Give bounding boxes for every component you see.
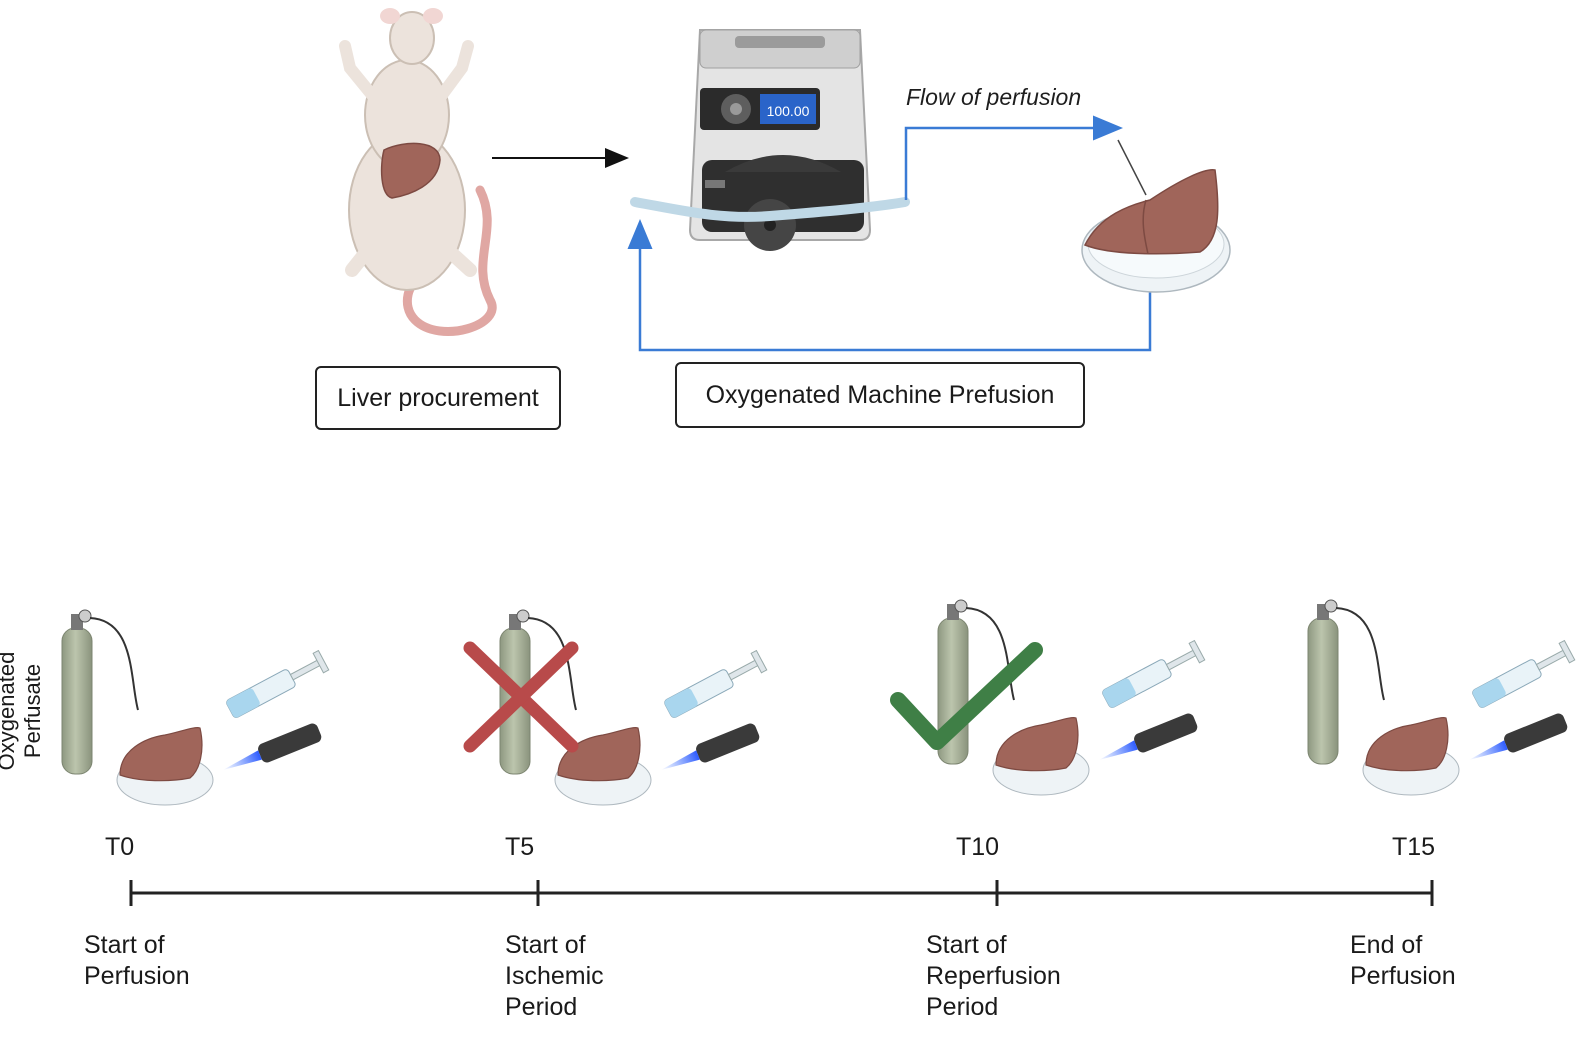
oxygen-hose: [89, 617, 139, 711]
timeline-axis: [129, 880, 1434, 906]
oxygen-cylinder: [61, 627, 93, 775]
cross-icon: [463, 641, 579, 753]
desc-line: Start of: [84, 931, 165, 959]
desc-line: Start of: [926, 931, 1007, 959]
scene-T0: [61, 609, 330, 806]
timeline-scenes: [61, 599, 1576, 806]
gauge-icon: [516, 609, 530, 623]
liver: [1365, 717, 1449, 772]
liver: [119, 727, 203, 782]
torch-icon: [222, 723, 322, 770]
desc-line: Perfusion: [84, 962, 190, 990]
oxygen-cylinder: [1307, 617, 1339, 765]
timepoint-desc-T10: Start of Reperfusion Period: [926, 930, 1061, 1023]
oxygen-hose: [965, 607, 1015, 701]
timepoint-T10: T10: [956, 833, 1000, 861]
procurement-label: Liver procurement: [315, 366, 561, 430]
rat-illustration: [339, 8, 497, 336]
liver: [995, 717, 1079, 772]
desc-line: Reperfusion: [926, 962, 1061, 990]
gauge-icon: [78, 609, 92, 623]
pump-display: 100.00: [767, 103, 810, 119]
timepoint-T15: T15: [1392, 833, 1436, 861]
desc-line: Perfusion: [1350, 962, 1456, 990]
desc-line: End of: [1350, 931, 1423, 959]
perfusion-tubing: [630, 197, 910, 222]
desc-line: Period: [926, 993, 999, 1021]
oxygen-hose: [1335, 607, 1385, 701]
desc-line: Start of: [505, 931, 586, 959]
timepoint-T5: T5: [505, 833, 535, 861]
procurement-label-text: Liver procurement: [337, 383, 539, 412]
syringe-icon: [1102, 639, 1206, 708]
syringe-icon: [226, 649, 330, 718]
syringe-icon: [1472, 639, 1576, 708]
gauge-icon: [1324, 599, 1338, 613]
flow-label: Flow of perfusion: [906, 84, 1082, 110]
timepoint-desc-T15: End of Perfusion: [1350, 930, 1456, 992]
desc-line: Period: [505, 993, 578, 1021]
gauge-icon: [954, 599, 968, 613]
flow-loop: [627, 115, 1152, 352]
perfusion-label-text: Oxygenated Machine Prefusion: [705, 380, 1055, 409]
timepoint-desc-T5: Start of Ischemic Period: [505, 930, 604, 1023]
top-liver-dish: [1081, 139, 1231, 293]
perfusion-pump: 100.00: [688, 29, 872, 251]
check-icon: [890, 642, 1043, 750]
timepoint-desc-T0: Start of Perfusion: [84, 930, 190, 992]
scene-T15: [1307, 599, 1576, 796]
torch-icon: [1468, 713, 1568, 760]
liver: [557, 727, 641, 782]
desc-line: Ischemic: [505, 962, 604, 990]
syringe-icon: [664, 649, 768, 718]
torch-icon: [660, 723, 760, 770]
torch-icon: [1098, 713, 1198, 760]
perfusion-label: Oxygenated Machine Prefusion: [675, 362, 1085, 428]
timepoint-T0: T0: [105, 833, 135, 861]
scene-T5: [499, 609, 768, 806]
side-label: Oxygenated Perfusate: [0, 651, 45, 771]
